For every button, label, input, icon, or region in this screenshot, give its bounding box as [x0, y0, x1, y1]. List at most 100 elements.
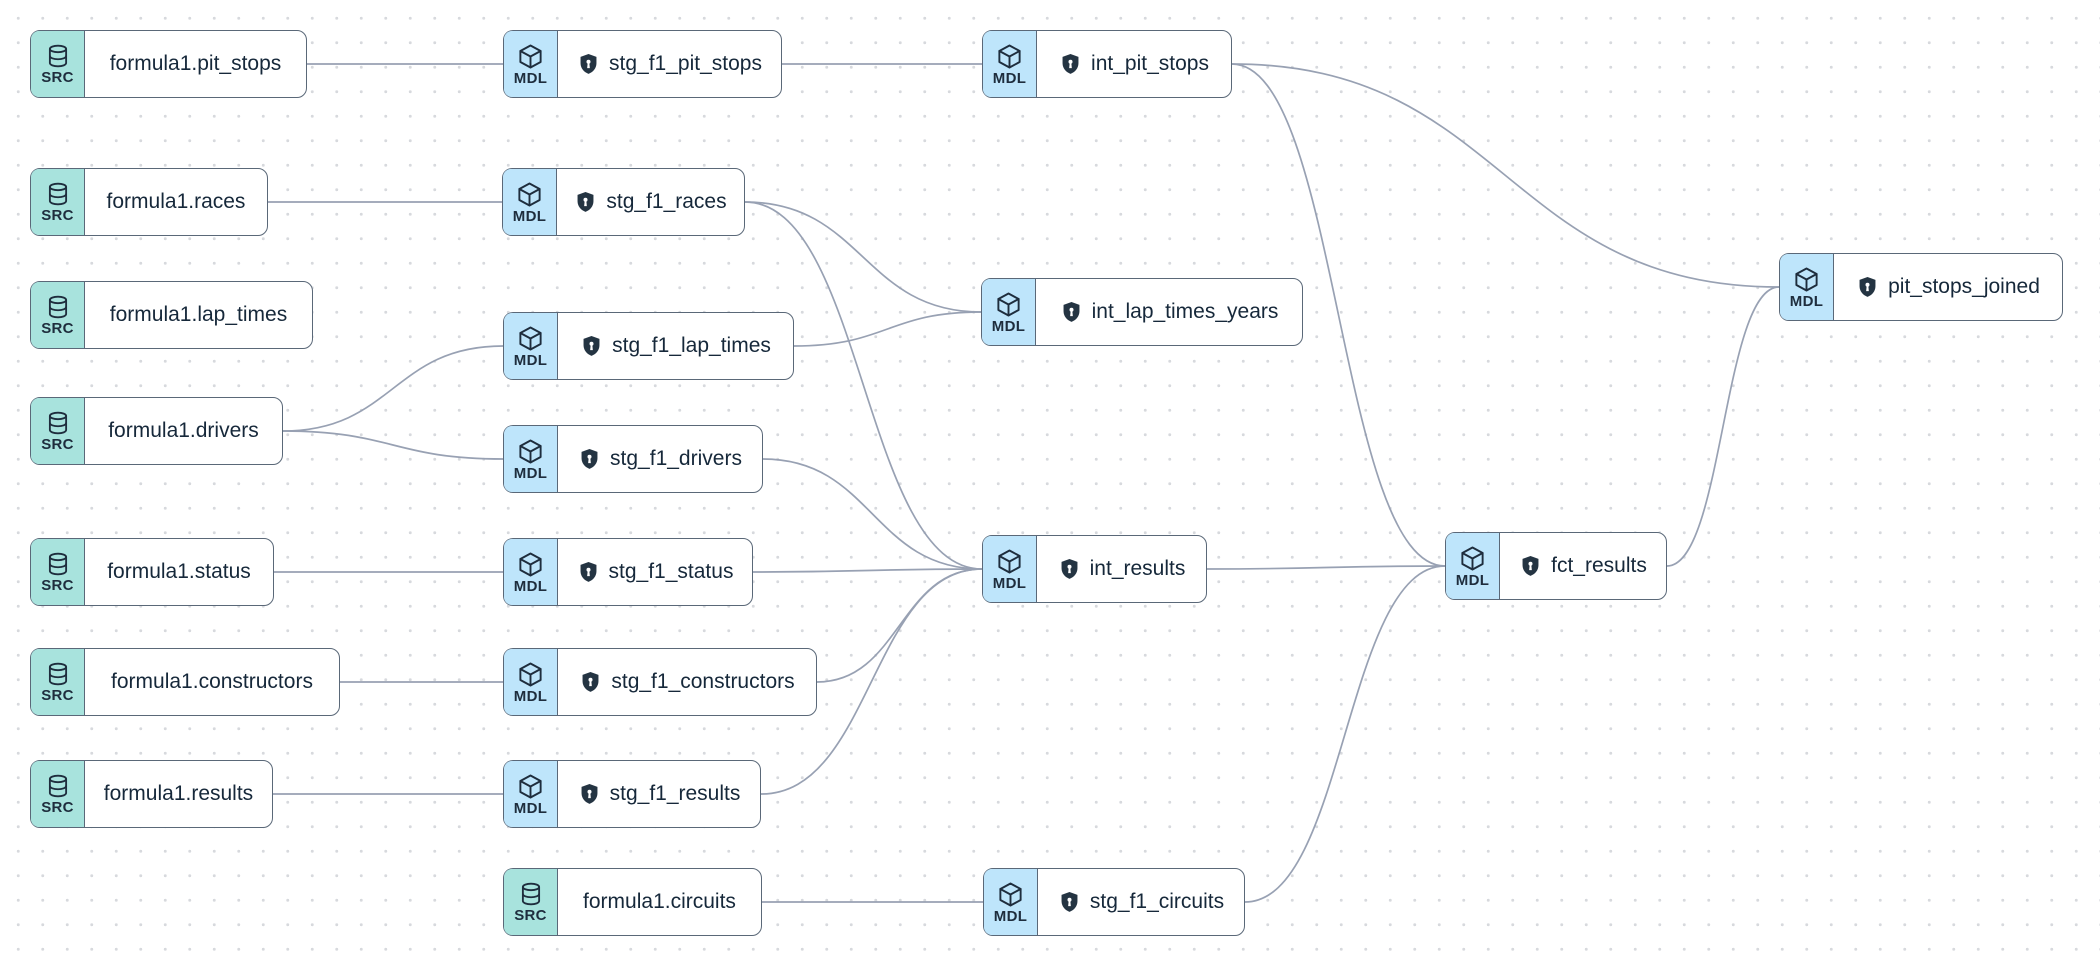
- source-type-badge: SRC: [31, 31, 85, 97]
- node-body: pit_stops_joined: [1834, 254, 2062, 320]
- shield-lock-icon: [1058, 890, 1081, 914]
- node-type-label: MDL: [993, 907, 1028, 925]
- node-label: stg_f1_status: [608, 560, 734, 583]
- node-label: formula1.drivers: [108, 419, 259, 442]
- node-body: formula1.circuits: [558, 869, 761, 935]
- shield-lock-icon: [577, 560, 600, 584]
- node-body: formula1.results: [85, 761, 272, 827]
- node-formula1.races[interactable]: SRC formula1.races: [30, 168, 268, 236]
- node-stg_f1_drivers[interactable]: MDL stg_f1_drivers: [503, 425, 763, 493]
- node-stg_f1_status[interactable]: MDL stg_f1_status: [503, 538, 753, 606]
- node-body: int_results: [1037, 536, 1206, 602]
- model-type-badge: MDL: [504, 649, 558, 715]
- node-type-label: MDL: [513, 69, 548, 87]
- model-cube-icon: [517, 43, 544, 70]
- node-int_results[interactable]: MDL int_results: [982, 535, 1207, 603]
- node-stg_f1_circuits[interactable]: MDL stg_f1_circuits: [983, 868, 1245, 936]
- node-type-label: SRC: [41, 577, 74, 594]
- node-label: int_results: [1089, 557, 1186, 580]
- source-type-badge: SRC: [31, 398, 85, 464]
- node-body: stg_f1_circuits: [1038, 869, 1244, 935]
- lineage-edge-stg_constructors-int_results: [816, 568, 983, 683]
- node-label: fct_results: [1551, 554, 1647, 577]
- model-type-badge: MDL: [504, 426, 558, 492]
- model-type-badge: MDL: [983, 536, 1037, 602]
- lineage-edge-stg_status-int_results: [752, 568, 983, 573]
- node-type-label: MDL: [992, 574, 1027, 592]
- model-cube-icon: [517, 773, 544, 800]
- node-formula1.circuits[interactable]: SRC formula1.circuits: [503, 868, 762, 936]
- node-body: stg_f1_results: [558, 761, 760, 827]
- node-label: formula1.results: [103, 782, 254, 805]
- node-body: formula1.constructors: [85, 649, 339, 715]
- node-label: stg_f1_circuits: [1089, 890, 1225, 913]
- node-type-label: SRC: [41, 207, 74, 224]
- shield-lock-icon: [1060, 300, 1083, 324]
- source-type-badge: SRC: [31, 649, 85, 715]
- model-type-badge: MDL: [983, 31, 1037, 97]
- node-label: stg_f1_results: [609, 782, 741, 805]
- model-type-badge: MDL: [504, 761, 558, 827]
- lineage-edge-stg_lap_times-int_lap_times_years: [793, 311, 982, 347]
- model-cube-icon: [517, 551, 544, 578]
- model-cube-icon: [517, 661, 544, 688]
- node-type-label: SRC: [41, 69, 74, 86]
- model-cube-icon: [517, 438, 544, 465]
- model-type-badge: MDL: [1780, 254, 1834, 320]
- model-type-badge: MDL: [982, 279, 1036, 345]
- node-stg_f1_constructors[interactable]: MDL stg_f1_constructors: [503, 648, 817, 716]
- node-body: formula1.drivers: [85, 398, 282, 464]
- node-stg_f1_lap_times[interactable]: MDL stg_f1_lap_times: [503, 312, 794, 380]
- node-type-label: SRC: [514, 907, 547, 924]
- shield-lock-icon: [1059, 52, 1082, 76]
- model-cube-icon: [997, 881, 1024, 908]
- node-type-label: MDL: [513, 464, 548, 482]
- node-stg_f1_results[interactable]: MDL stg_f1_results: [503, 760, 761, 828]
- database-icon: [518, 881, 544, 907]
- node-body: stg_f1_races: [557, 169, 744, 235]
- model-type-badge: MDL: [504, 31, 558, 97]
- node-label: stg_f1_constructors: [611, 670, 795, 693]
- node-type-label: MDL: [1789, 292, 1824, 310]
- database-icon: [45, 43, 71, 69]
- shield-lock-icon: [574, 190, 597, 214]
- node-type-label: SRC: [41, 320, 74, 337]
- shield-lock-icon: [1058, 557, 1081, 581]
- node-label: formula1.circuits: [583, 890, 736, 913]
- node-type-label: MDL: [513, 351, 548, 369]
- shield-lock-icon: [577, 52, 600, 76]
- node-pit_stops_joined[interactable]: MDL pit_stops_joined: [1779, 253, 2063, 321]
- shield-lock-icon: [579, 670, 602, 694]
- node-formula1.drivers[interactable]: SRC formula1.drivers: [30, 397, 283, 465]
- lineage-edge-src_drivers-stg_lap_times: [282, 345, 504, 432]
- node-body: formula1.races: [85, 169, 267, 235]
- source-type-badge: SRC: [504, 869, 558, 935]
- database-icon: [45, 661, 71, 687]
- lineage-edge-stg_drivers-int_results: [762, 458, 983, 570]
- source-type-badge: SRC: [31, 282, 85, 348]
- node-int_lap_times_years[interactable]: MDL int_lap_times_years: [981, 278, 1303, 346]
- node-body: fct_results: [1500, 533, 1666, 599]
- model-type-badge: MDL: [504, 539, 558, 605]
- node-label: int_lap_times_years: [1091, 300, 1279, 323]
- node-type-label: MDL: [513, 799, 548, 817]
- model-type-badge: MDL: [984, 869, 1038, 935]
- model-cube-icon: [516, 181, 543, 208]
- node-body: stg_f1_drivers: [558, 426, 762, 492]
- shield-lock-icon: [580, 334, 603, 358]
- lineage-edge-src_drivers-stg_drivers: [282, 430, 504, 460]
- node-label: stg_f1_lap_times: [612, 334, 771, 357]
- node-type-label: MDL: [513, 687, 548, 705]
- node-body: stg_f1_status: [558, 539, 752, 605]
